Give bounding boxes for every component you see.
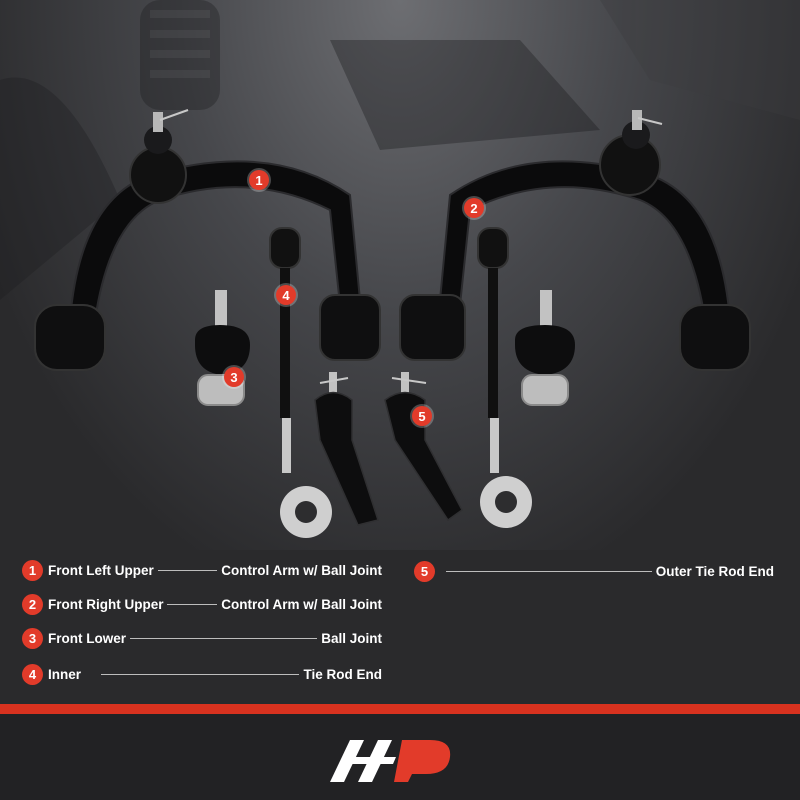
legend-divider-5: [446, 570, 652, 572]
front-right-lower-ball-joint: [515, 290, 575, 406]
callout-1-badge: 1: [249, 170, 269, 190]
legend-part-4-right: Tie Rod End: [303, 666, 382, 682]
legend-part-5-right: Outer Tie Rod End: [655, 563, 774, 579]
background-suspension: [0, 0, 800, 300]
legend-part-3-right: Ball Joint: [321, 630, 382, 646]
callout-5-badge: 5: [412, 406, 432, 426]
legend-row-5: 5 Outer Tie Rod End: [414, 559, 774, 583]
a-premium-logo-icon: [330, 730, 460, 790]
legend-part-2-left: Front Right Upper: [48, 596, 164, 612]
legend-row-3: 3 Front Lower Ball Joint: [22, 626, 382, 650]
legend-row-2: 2 Front Right Upper Control Arm w/ Ball …: [22, 592, 382, 616]
legend-divider-2: [167, 603, 218, 605]
legend-divider-1: [157, 569, 218, 571]
legend-row-1: 1 Front Left Upper Control Arm w/ Ball J…: [22, 558, 382, 582]
front-left-upper-control-arm: [34, 109, 381, 371]
legend-number-4: 4: [22, 663, 43, 685]
inner-tie-rod-ends: [269, 227, 509, 473]
legend-part-2-right: Control Arm w/ Ball Joint: [221, 596, 382, 612]
front-right-upper-control-arm: [399, 110, 751, 371]
accent-stripe: [0, 704, 800, 714]
legend-number-1: 1: [22, 559, 43, 581]
callout-4-badge: 4: [276, 285, 296, 305]
lock-washers: [280, 476, 532, 538]
legend-divider-3: [130, 637, 318, 639]
callout-3-badge: 3: [224, 367, 244, 387]
product-photo: 1 2 3 4 5: [0, 0, 800, 550]
callout-2-badge: 2: [464, 198, 484, 218]
legend-part-4-left: Inner: [48, 666, 82, 682]
legend-part-1-right: Control Arm w/ Ball Joint: [221, 562, 382, 578]
legend-number-5: 5: [414, 560, 435, 582]
front-left-lower-ball-joint: [195, 290, 250, 406]
legend-part-1-left: Front Left Upper: [48, 562, 154, 578]
outer-tie-rod-ends: [314, 372, 463, 526]
legend-divider-4: [101, 673, 300, 675]
legend-number-2: 2: [22, 593, 43, 615]
legend-row-4: 4 Inner Tie Rod End: [22, 662, 382, 686]
legend-number-3: 3: [22, 627, 43, 649]
suspension-parts-illustration: [0, 0, 800, 538]
legend-part-3-left: Front Lower: [48, 630, 126, 646]
